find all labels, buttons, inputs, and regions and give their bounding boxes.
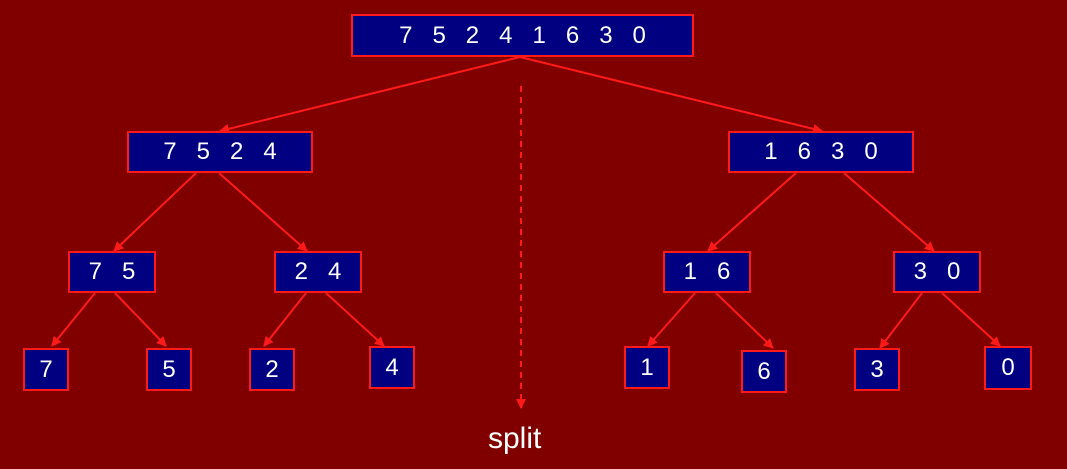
edge-30-to-3: [879, 292, 923, 349]
leaf-node-5: 5: [146, 348, 192, 391]
edge-left-to-24: [218, 172, 308, 252]
level2-node-75: 7 5: [68, 251, 156, 293]
edge-root-to-right: [519, 56, 823, 134]
edge-24-to-4: [325, 292, 385, 347]
level1-right-node: 1 6 3 0: [728, 131, 914, 173]
leaf-node-4: 4: [369, 346, 415, 389]
edge-75-to-7: [51, 292, 96, 347]
level2-node-30: 3 0: [893, 251, 981, 293]
edge-24-to-2: [263, 292, 307, 347]
split-label: split: [488, 422, 542, 455]
leaf-node-1: 1: [624, 346, 670, 389]
leaf-node-6: 6: [741, 350, 787, 393]
level2-node-24: 2 4: [274, 251, 362, 293]
edge-30-to-0: [941, 292, 1001, 347]
edge-left-to-75: [113, 172, 197, 252]
edge-right-to-30: [843, 172, 935, 252]
edge-75-to-5: [114, 292, 167, 347]
edge-root-to-left: [219, 56, 521, 134]
edge-right-to-16: [707, 172, 797, 252]
root-node: 7 5 2 4 1 6 3 0: [351, 14, 694, 57]
level1-left-node: 7 5 2 4: [127, 131, 313, 173]
edge-16-to-6: [715, 292, 774, 349]
level2-node-16: 1 6: [663, 251, 751, 293]
leaf-node-7: 7: [23, 348, 69, 391]
leaf-node-2: 2: [249, 348, 295, 391]
leaf-node-3: 3: [854, 348, 900, 391]
edge-16-to-1: [647, 292, 696, 347]
leaf-node-0: 0: [984, 346, 1032, 390]
